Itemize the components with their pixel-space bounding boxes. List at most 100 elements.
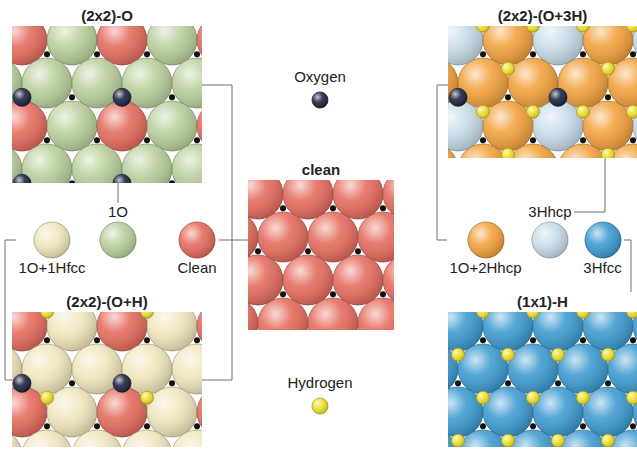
hydrogen-atom (577, 105, 590, 118)
metal-atom (533, 101, 583, 151)
hollow-site (44, 137, 50, 143)
metal-atom-shine (97, 101, 147, 151)
phase-label: 1O+2Hhcp (447, 259, 524, 277)
hydrogen-atom (477, 105, 490, 118)
hydrogen-atom-shine (552, 434, 565, 447)
hollow-site (630, 51, 636, 57)
legend-text: Oxygen (292, 68, 348, 86)
connector (574, 158, 605, 212)
hollow-site (530, 137, 536, 143)
hollow-site (44, 337, 50, 343)
metal-atom (197, 387, 202, 437)
legend-swatch (312, 398, 328, 414)
sphere-icon (584, 221, 622, 259)
hollow-site (480, 137, 486, 143)
oxygen-atom (449, 88, 467, 106)
hydrogen-atom (502, 348, 515, 361)
metal-atom-shine (197, 101, 202, 151)
metal-atom (47, 101, 97, 151)
hollow-site (144, 337, 150, 343)
hollow-site (69, 94, 75, 100)
connector (118, 183, 119, 203)
hollow-site (480, 423, 486, 429)
hollow-site (630, 337, 636, 343)
metal-atom (147, 387, 197, 437)
phase-sphere: 1O (97, 203, 139, 259)
metal-atom (258, 298, 308, 330)
oxygen-atom (113, 174, 131, 183)
phase-label: 3Hhcp (526, 203, 574, 221)
phase-sphere: 1O+1Hfcc (16, 221, 88, 277)
legend-swatch (312, 92, 328, 108)
sphere (179, 222, 215, 258)
metal-atom-shine (147, 101, 197, 151)
metal-atom-shine (47, 387, 97, 437)
hydrogen-atom (627, 391, 637, 404)
hydrogen-atom (477, 26, 490, 32)
hydrogen-atom-shine (477, 26, 490, 32)
metal-atom (308, 298, 358, 330)
legend-text: Hydrogen (285, 374, 355, 392)
phase-sphere: 1O+2Hhcp (447, 221, 524, 277)
metal-atom (333, 255, 383, 305)
metal-atom (22, 430, 72, 447)
oxygen-atom (549, 88, 567, 106)
metal-atom (383, 255, 394, 305)
metal-atom-shine (483, 101, 533, 151)
metal-atom-shine (583, 387, 633, 437)
surface-illustration (248, 180, 394, 330)
hydrogen-atom-shine (502, 348, 515, 361)
metal-atom (72, 144, 122, 183)
metal-atom (97, 101, 147, 151)
hollow-site (555, 380, 561, 386)
metal-atom-shine (248, 255, 283, 305)
hollow-site (194, 51, 200, 57)
hollow-site (330, 291, 336, 297)
connector-line (574, 158, 605, 212)
hollow-site (194, 137, 200, 143)
connector (624, 240, 631, 292)
metal-atom (172, 430, 202, 447)
connector-line (624, 240, 631, 292)
hydrogen-atom (41, 312, 54, 318)
connector-line (437, 85, 448, 240)
hydrogen-atom-shine (527, 105, 540, 118)
hollow-site (194, 423, 200, 429)
metal-atom (508, 144, 558, 158)
metal-atom (558, 430, 608, 447)
oxygen-atom-shine (13, 174, 31, 183)
hydrogen-atom (141, 391, 154, 404)
metal-atom (508, 430, 558, 447)
hydrogen-atom-shine (452, 434, 465, 447)
hydrogen-atom-shine (577, 312, 590, 318)
metal-atom (248, 212, 258, 262)
hollow-site (330, 205, 336, 211)
surface-illustration (448, 26, 637, 158)
metal-atom (72, 430, 122, 447)
metal-atom (583, 387, 633, 437)
hydrogen-atom (527, 105, 540, 118)
hydrogen-atom (452, 434, 465, 447)
sphere-shine (468, 222, 504, 258)
metal-atom-shine (533, 101, 583, 151)
hydrogen-atom (452, 348, 465, 361)
metal-atom (122, 144, 172, 183)
metal-atom-shine (358, 298, 394, 330)
connector-line (118, 183, 119, 203)
hydrogen-atom-shine (141, 391, 154, 404)
hollow-site (380, 205, 386, 211)
hydrogen-atom (477, 391, 490, 404)
metal-atom-shine (22, 144, 72, 183)
legend-item: Oxygen (292, 68, 348, 111)
hydrogen-atom-shine (527, 312, 540, 318)
surface-panel: clean (248, 160, 394, 330)
sphere-icon (531, 221, 569, 259)
hydrogen-atom (602, 148, 615, 158)
oxygen-atom-shine (113, 174, 131, 183)
hydrogen-atom (527, 391, 540, 404)
hollow-site (530, 337, 536, 343)
metal-atom-shine (483, 387, 533, 437)
hydrogen-atom (552, 348, 565, 361)
metal-atom-shine (97, 387, 147, 437)
